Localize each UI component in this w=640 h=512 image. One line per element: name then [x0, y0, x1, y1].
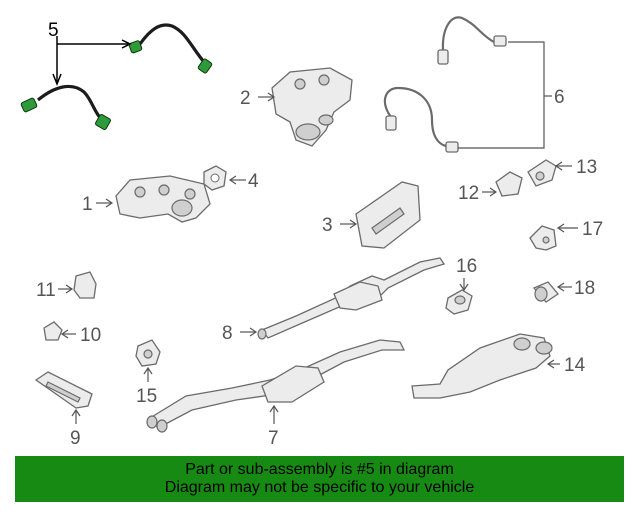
parts-diagram: 5 6 2 1 4	[20, 16, 603, 449]
part-4-gasket[interactable]: 4	[203, 165, 259, 192]
part-1-manifold[interactable]: 1	[82, 175, 211, 223]
callout-4: 4	[248, 171, 259, 192]
callout-18: 18	[574, 278, 595, 299]
part-11-mount[interactable]: 11	[36, 271, 97, 301]
callout-17: 17	[582, 219, 603, 240]
callout-1: 1	[82, 194, 93, 215]
callout-2: 2	[240, 88, 251, 109]
callout-12: 12	[458, 183, 479, 204]
callout-8: 8	[222, 323, 233, 344]
callout-7: 7	[268, 428, 279, 449]
part-3-heat-shield[interactable]: 3	[322, 181, 421, 249]
part-8-intermediate-pipe[interactable]: 8	[222, 257, 446, 344]
callout-3: 3	[322, 215, 333, 236]
part-2-manifold-converter[interactable]: 2	[240, 67, 353, 147]
part-12-bracket[interactable]: 12	[458, 171, 523, 204]
callout-16: 16	[456, 256, 477, 277]
part-5-oxygen-sensors[interactable]: 5	[20, 20, 213, 130]
part-15-hanger[interactable]: 15	[135, 339, 161, 407]
part-16-bushing[interactable]: 16	[445, 256, 477, 315]
banner-line-2: Diagram may not be specific to your vehi…	[164, 479, 475, 496]
part-13-hanger[interactable]: 13	[527, 157, 597, 187]
callout-15: 15	[136, 386, 157, 407]
banner-line-1: Part or sub-assembly is #5 in diagram	[185, 461, 454, 478]
callout-9: 9	[70, 428, 81, 449]
part-10-clip[interactable]: 10	[43, 321, 101, 346]
callout-11: 11	[36, 280, 56, 301]
callout-10: 10	[80, 325, 101, 346]
callout-6: 6	[554, 87, 565, 108]
part-6-sensors[interactable]: 6	[383, 16, 565, 153]
part-14-muffler[interactable]: 14	[411, 333, 586, 399]
callout-13: 13	[576, 157, 597, 178]
part-7-catalytic-pipe[interactable]: 7	[146, 339, 406, 449]
part-18-sleeve[interactable]: 18	[532, 278, 595, 303]
callout-14: 14	[564, 355, 586, 376]
part-17-bracket[interactable]: 17	[529, 219, 603, 251]
part-9-plate[interactable]: 9	[34, 371, 93, 449]
info-banner: Part or sub-assembly is #5 in diagram Di…	[15, 456, 624, 502]
callout-5: 5	[48, 20, 59, 41]
